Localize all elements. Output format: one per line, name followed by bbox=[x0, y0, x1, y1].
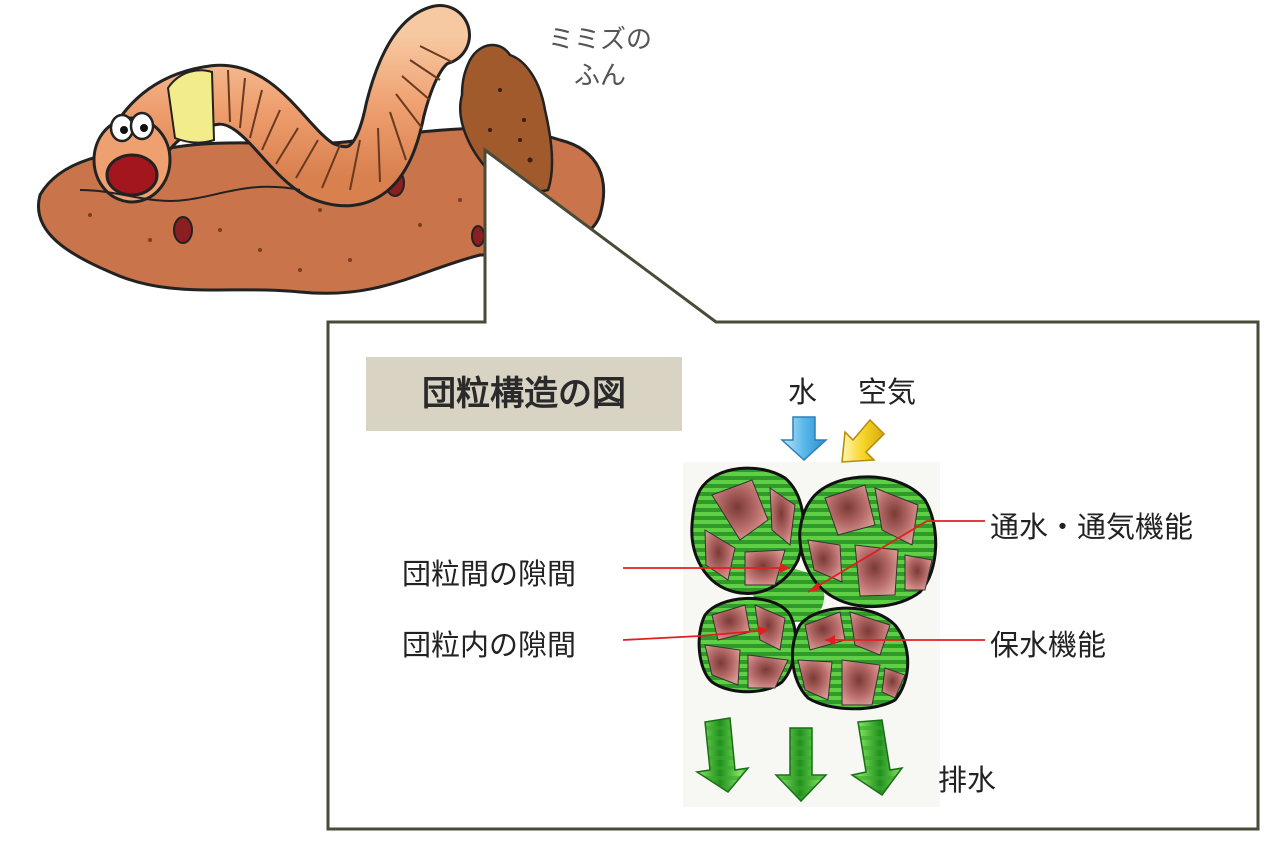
worm-casting-label: ミミズの ふん bbox=[548, 22, 652, 94]
worm-casting-label-line1: ミミズの bbox=[548, 25, 653, 55]
air-label: 空気 bbox=[858, 375, 917, 409]
soil-hole bbox=[471, 225, 485, 247]
drainage-label: 排水 bbox=[938, 763, 997, 797]
soil-hole bbox=[173, 216, 193, 244]
leader-within-aggregates bbox=[622, 629, 769, 641]
worm-casting bbox=[459, 43, 554, 193]
drain-arrow bbox=[850, 719, 904, 797]
worm-casting-label-line2: ふん bbox=[574, 61, 627, 91]
earthworm-illustration bbox=[37, 4, 606, 295]
title-box: 団粒構造の図 bbox=[366, 357, 682, 431]
within-aggregates-label: 団粒内の隙間 bbox=[402, 628, 577, 662]
aggregate bbox=[790, 606, 910, 711]
drain-arrow bbox=[694, 717, 750, 793]
water-retention-label: 保水機能 bbox=[990, 628, 1107, 662]
water-label: 水 bbox=[788, 375, 818, 409]
aggregate bbox=[798, 475, 938, 609]
water-arrow bbox=[780, 416, 828, 462]
worm-mouth bbox=[105, 153, 159, 197]
air-arrow bbox=[841, 418, 886, 463]
diagram-title: 団粒構造の図 bbox=[422, 374, 626, 414]
between-aggregates-label: 団粒間の隙間 bbox=[402, 557, 577, 591]
aggregate bbox=[697, 596, 798, 694]
aggregate bbox=[690, 466, 806, 595]
leader-flow-function bbox=[807, 520, 985, 593]
flow-function-label: 通水・通気機能 bbox=[990, 510, 1194, 544]
drainage-arrows bbox=[694, 717, 904, 803]
drain-arrow bbox=[774, 727, 828, 803]
